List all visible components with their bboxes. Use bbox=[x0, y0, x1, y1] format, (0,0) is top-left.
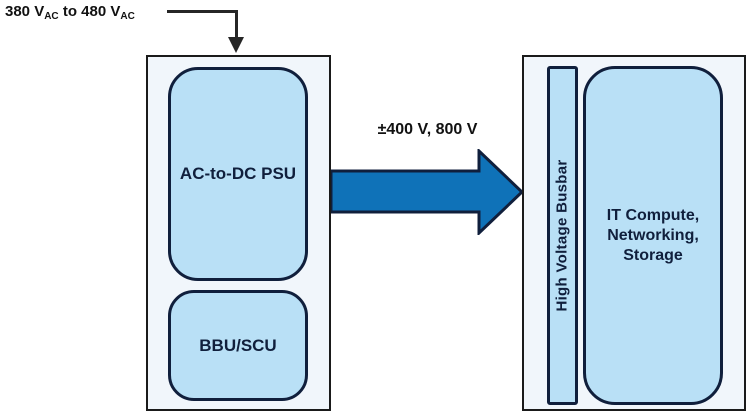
it-compute-label-line1: IT Compute, bbox=[606, 206, 700, 224]
high-voltage-busbar-label: High Voltage Busbar bbox=[554, 159, 572, 312]
bbu-scu-label: BBU/SCU bbox=[199, 335, 277, 355]
it-rack-panel: High Voltage Busbar IT Compute, Networki… bbox=[522, 55, 746, 411]
power-shelf-panel: AC-to-DC PSU BBU/SCU bbox=[146, 55, 331, 411]
ac-input-voltage-label: 380 VAC to 480 VAC bbox=[5, 3, 135, 22]
input-connector-down-arrowhead-icon bbox=[228, 37, 244, 53]
ac-input-voltage-part1: 380 V bbox=[5, 3, 45, 20]
it-compute-block: IT Compute, Networking, Storage bbox=[583, 66, 723, 405]
it-compute-label-line3: Storage bbox=[623, 246, 683, 264]
high-voltage-busbar-block: High Voltage Busbar bbox=[547, 66, 578, 405]
ac-input-voltage-part2: to 480 V bbox=[58, 3, 121, 20]
bbu-scu-block: BBU/SCU bbox=[168, 290, 308, 401]
power-bus-arrow-icon bbox=[331, 149, 524, 235]
it-compute-label-line2: Networking, bbox=[607, 226, 699, 244]
ac-subscript-1: AC bbox=[44, 11, 59, 22]
input-connector-horizontal-line bbox=[167, 10, 238, 13]
ac-to-dc-psu-block: AC-to-DC PSU bbox=[168, 67, 308, 281]
ac-subscript-2: AC bbox=[120, 11, 135, 22]
bus-voltage-label: ±400 V, 800 V bbox=[377, 121, 478, 138]
input-connector-vertical-line bbox=[235, 10, 238, 38]
ac-to-dc-psu-label: AC-to-DC PSU bbox=[179, 164, 297, 183]
